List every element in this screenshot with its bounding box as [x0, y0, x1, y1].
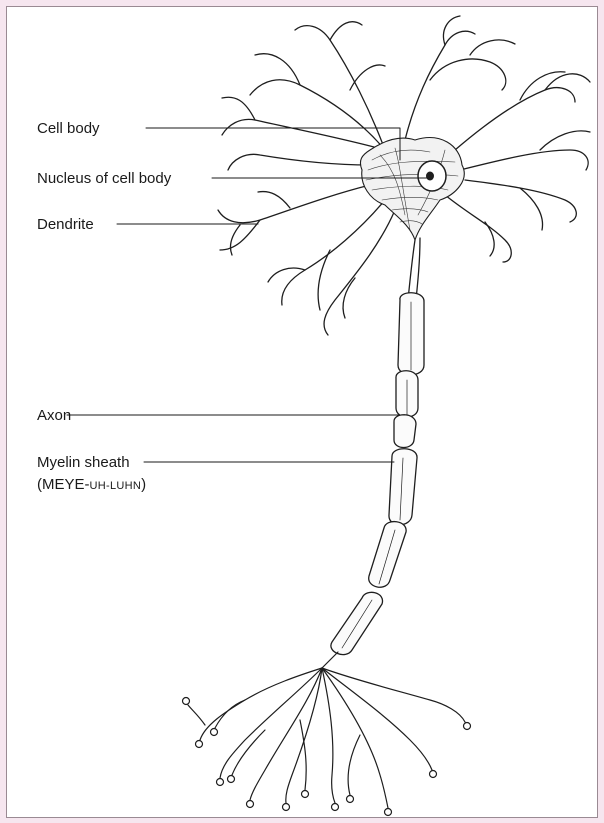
myelin-sheath-segments	[331, 293, 424, 655]
cell-body-drawing	[360, 138, 464, 240]
axon-terminals	[188, 652, 465, 808]
pronunciation-small: UH-LUHN	[90, 480, 142, 492]
pronunciation-open: (MEYE-	[37, 476, 90, 493]
label-nucleus: Nucleus of cell body	[37, 170, 171, 187]
label-axon: Axon	[37, 407, 71, 424]
axon-drawing	[408, 238, 420, 300]
label-myelin-sheath: Myelin sheath	[37, 454, 130, 471]
label-pronunciation: (MEYE-UH-LUHN)	[37, 476, 146, 495]
terminal-buttons	[183, 698, 471, 816]
pronunciation-close: )	[141, 476, 146, 493]
label-cell-body: Cell body	[37, 120, 100, 137]
nucleus-drawing	[418, 161, 446, 191]
label-dendrite: Dendrite	[37, 216, 94, 233]
